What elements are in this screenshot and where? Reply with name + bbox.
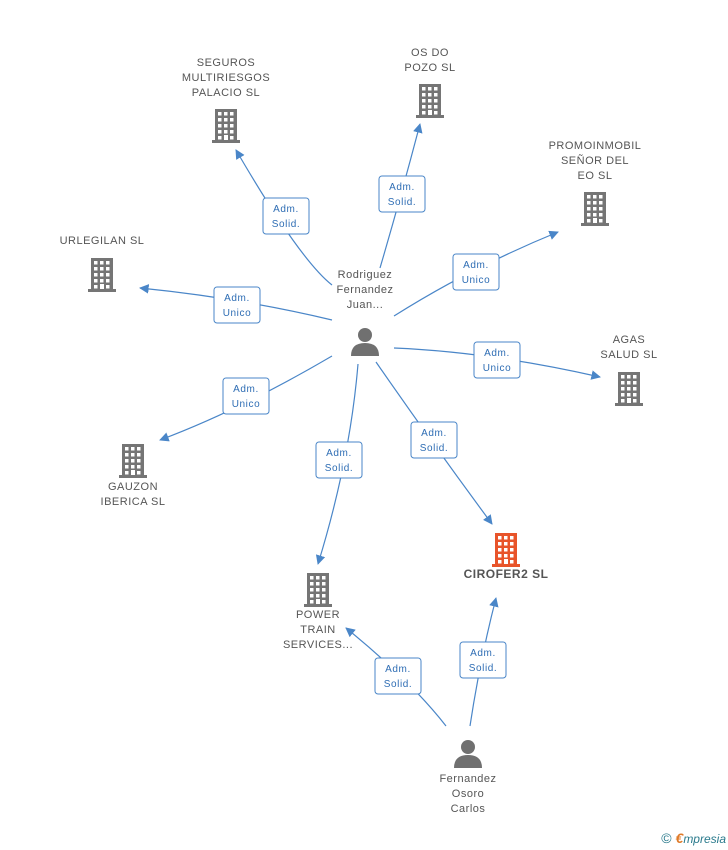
- node-rodriguez[interactable]: RodriguezFernandezJuan...: [336, 269, 393, 356]
- edge-label-rodriguez-to-seguros[interactable]: Adm. Solid.: [262, 197, 310, 235]
- node-label: Fernandez: [439, 773, 496, 785]
- edge-label-text: Unico: [223, 308, 252, 319]
- edge-label-text: Unico: [483, 363, 512, 374]
- edge-label-box: [459, 641, 507, 679]
- edge-label-box: [473, 341, 521, 379]
- node-label: SEGUROS: [197, 57, 256, 69]
- edge-label-fernandez-to-cirofer2[interactable]: Adm. Solid.: [459, 641, 507, 679]
- node-promoinmobil[interactable]: PROMOINMOBIL SEÑOR DEL EO SL: [549, 140, 642, 226]
- edge-label-text: Adm.: [224, 293, 250, 304]
- edge-labels-layer: Adm.Solid.Adm.Solid.Adm.UnicoAdm.UnicoAd…: [213, 175, 521, 695]
- edge-label-box: [222, 377, 270, 415]
- person-icon: [351, 328, 379, 356]
- edge-label-text: Solid.: [384, 679, 413, 690]
- edge-label-text: Adm.: [463, 260, 489, 271]
- node-label: PROMOINMOBIL: [549, 140, 642, 152]
- node-label: TRAIN: [300, 624, 336, 636]
- edge-label-text: Adm.: [389, 182, 415, 193]
- building-icon: [581, 192, 609, 226]
- building-icon: [304, 573, 332, 607]
- edge-label-rodriguez-to-promoinmobil[interactable]: Adm. Unico: [452, 253, 500, 291]
- node-label: Fernandez: [336, 284, 393, 296]
- edge-label-text: Adm.: [326, 448, 352, 459]
- edge-label-rodriguez-to-osdo[interactable]: Adm. Solid.: [378, 175, 426, 213]
- node-label: Juan...: [347, 299, 384, 311]
- building-icon: [88, 258, 116, 292]
- node-label: Osoro: [452, 788, 484, 800]
- edge-label-box: [410, 421, 458, 459]
- edge-label-box: [378, 175, 426, 213]
- edges-layer: [139, 123, 601, 727]
- edge-label-box: [452, 253, 500, 291]
- node-label: GAUZON: [108, 481, 158, 493]
- edge-label-text: Solid.: [420, 443, 449, 454]
- node-urlegilan[interactable]: URLEGILAN SL: [60, 235, 145, 292]
- building-icon: [212, 109, 240, 143]
- node-label: AGAS: [613, 334, 646, 346]
- edge-label-box: [262, 197, 310, 235]
- edge-label-text: Solid.: [325, 463, 354, 474]
- edge-label-rodriguez-to-gauzon[interactable]: Adm. Unico: [222, 377, 270, 415]
- building-icon: [615, 372, 643, 406]
- edge-rodriguez-to-seguros: [235, 149, 333, 286]
- edge-label-text: Adm.: [470, 648, 496, 659]
- node-label: SERVICES...: [283, 639, 353, 651]
- edge-label-box: [374, 657, 422, 695]
- node-osdo[interactable]: OS DO POZO SL: [404, 47, 455, 118]
- edge-label-text: Solid.: [388, 197, 417, 208]
- node-label: Rodriguez: [338, 269, 393, 281]
- node-label: PALACIO SL: [192, 87, 260, 99]
- node-label: SALUD SL: [600, 349, 657, 361]
- node-powertrain[interactable]: POWER TRAIN SERVICES...: [283, 573, 353, 651]
- node-label: SEÑOR DEL: [561, 154, 629, 167]
- edge-label-rodriguez-to-cirofer2[interactable]: Adm. Solid.: [410, 421, 458, 459]
- building-icon: [492, 533, 520, 567]
- edge-label-text: Adm.: [273, 204, 299, 215]
- node-label: OS DO: [411, 47, 449, 59]
- edge-label-box: [213, 286, 261, 324]
- edge-label-text: Unico: [462, 275, 491, 286]
- node-label: URLEGILAN SL: [60, 235, 145, 247]
- node-label: IBERICA SL: [101, 496, 166, 508]
- node-label: CIROFER2 SL: [464, 567, 549, 581]
- brand-footer[interactable]: ©€mpresia: [661, 830, 726, 846]
- edge-label-text: Unico: [232, 399, 261, 410]
- node-agas[interactable]: AGAS SALUD SL: [600, 334, 657, 406]
- nodes-layer: RodriguezFernandezJuan...FernandezOsoroC…: [60, 47, 658, 815]
- node-label: Carlos: [451, 803, 486, 815]
- node-label: EO SL: [578, 170, 613, 182]
- copyright-symbol: ©: [661, 830, 672, 846]
- brand-name: mpresia: [683, 832, 726, 846]
- edge-label-text: Solid.: [272, 219, 301, 230]
- edge-label-text: Adm.: [233, 384, 259, 395]
- edge-label-fernandez-to-powertrain[interactable]: Adm. Solid.: [374, 657, 422, 695]
- node-label: POWER: [296, 609, 340, 621]
- building-icon: [119, 444, 147, 478]
- edge-label-rodriguez-to-powertrain[interactable]: Adm. Solid.: [315, 441, 363, 479]
- edge-label-text: Adm.: [385, 664, 411, 675]
- node-label: POZO SL: [404, 62, 455, 74]
- building-icon: [416, 84, 444, 118]
- edge-label-rodriguez-to-urlegilan[interactable]: Adm. Unico: [213, 286, 261, 324]
- node-cirofer2[interactable]: CIROFER2 SL: [464, 533, 549, 581]
- node-seguros[interactable]: SEGUROS MULTIRIESGOS PALACIO SL: [182, 57, 270, 143]
- person-icon: [454, 740, 482, 768]
- edge-label-box: [315, 441, 363, 479]
- edge-label-text: Adm.: [484, 348, 510, 359]
- edge-label-text: Solid.: [469, 663, 498, 674]
- brand-logo-initial: €: [675, 830, 684, 846]
- node-label: MULTIRIESGOS: [182, 72, 270, 84]
- edge-label-text: Adm.: [421, 428, 447, 439]
- node-gauzon[interactable]: GAUZON IBERICA SL: [101, 444, 166, 508]
- edge-label-rodriguez-to-agas[interactable]: Adm. Unico: [473, 341, 521, 379]
